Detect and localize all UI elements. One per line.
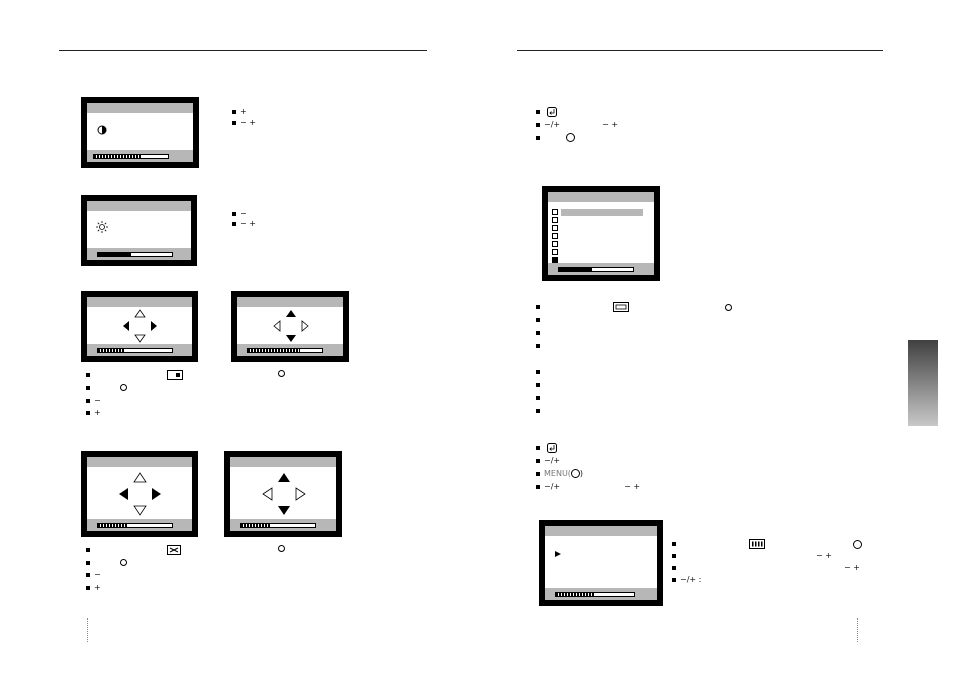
left-header-rule xyxy=(59,50,427,51)
contrast-note-2: − + xyxy=(232,118,256,127)
contrast-note-1: + xyxy=(232,107,247,116)
v-position-arrows-icon xyxy=(273,310,309,342)
h-size-level-bar xyxy=(97,523,173,528)
v-position-osd xyxy=(231,291,349,362)
h-position-osd xyxy=(81,291,198,362)
v-size-arrows-icon xyxy=(262,473,306,515)
top-note-2: −/+− + xyxy=(536,120,618,129)
size-note-4: + xyxy=(86,583,101,592)
menu-note-2 xyxy=(536,315,544,324)
h-size-osd xyxy=(81,451,198,537)
menu-note-4 xyxy=(536,341,544,350)
mid-note-1 xyxy=(536,443,557,453)
size-note-2 xyxy=(86,558,127,567)
main-menu-osd xyxy=(542,186,660,281)
h-position-level-bar xyxy=(97,348,173,353)
menu-note-3 xyxy=(536,328,544,337)
enter-icon xyxy=(546,107,557,117)
size-right-note xyxy=(278,544,285,553)
right-footer-divider xyxy=(857,618,858,642)
v-size-level-bar xyxy=(240,523,316,528)
position-note-3: − xyxy=(86,396,101,405)
sub-menu-level-bar xyxy=(555,592,635,597)
v-size-osd xyxy=(224,451,342,537)
top-note-3 xyxy=(536,133,575,142)
brightness-icon xyxy=(96,221,108,233)
contrast-icon xyxy=(97,125,107,135)
size-icon xyxy=(166,545,181,555)
position-note-2 xyxy=(86,383,127,392)
v-position-level-bar xyxy=(247,348,323,353)
contrast-level-bar xyxy=(93,154,169,159)
sub-menu-osd xyxy=(539,520,663,606)
size-note-1 xyxy=(86,545,181,555)
menu-note-1 xyxy=(536,302,733,312)
selector-arrow-icon xyxy=(555,551,561,557)
bottom-note-4: −/+ : xyxy=(672,575,701,584)
bottom-note-3: − + xyxy=(672,563,860,572)
menu-note-6 xyxy=(536,380,544,389)
size-note-3: − xyxy=(86,570,101,579)
position-note-4: + xyxy=(86,408,101,417)
main-menu-level-bar xyxy=(558,267,634,272)
h-position-arrows-icon xyxy=(123,309,157,343)
brightness-note-1: − xyxy=(232,209,247,218)
menu-note-5 xyxy=(536,367,544,376)
frame-icon xyxy=(612,302,629,312)
section-tab xyxy=(908,340,938,426)
contrast-osd xyxy=(81,97,199,168)
mid-note-4: −/+− + xyxy=(536,482,640,491)
brightness-note-2: − + xyxy=(232,219,256,228)
position-right-note xyxy=(278,369,285,378)
h-size-arrows-icon xyxy=(119,472,161,516)
bars-icon xyxy=(748,539,765,549)
menu-note-8 xyxy=(536,406,544,415)
left-footer-divider xyxy=(87,618,88,642)
mid-note-3: MENU() xyxy=(536,469,583,478)
bottom-note-1 xyxy=(672,539,863,549)
enter-icon xyxy=(546,443,557,453)
menu-note-7 xyxy=(536,393,544,402)
h-position-icon xyxy=(166,370,183,380)
position-note-1 xyxy=(86,370,183,380)
mid-note-2: −/+ xyxy=(536,456,560,465)
right-header-rule xyxy=(517,50,883,51)
bottom-note-2: − + xyxy=(672,551,832,560)
brightness-level-bar xyxy=(97,252,173,257)
top-note-1 xyxy=(536,107,557,117)
brightness-osd xyxy=(81,195,197,266)
